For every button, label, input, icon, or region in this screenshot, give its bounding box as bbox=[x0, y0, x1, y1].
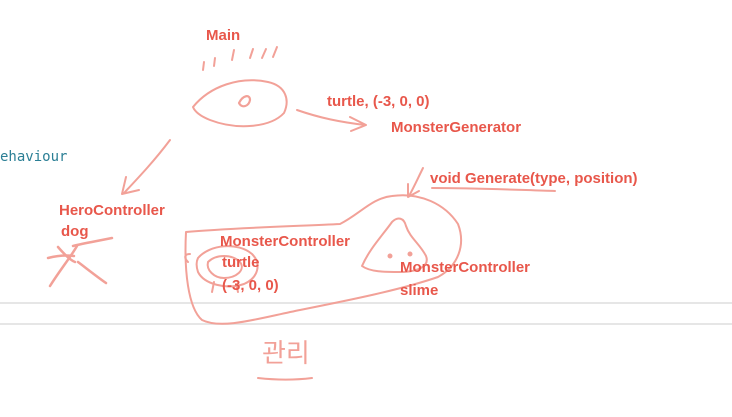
generate-method-label: void Generate(type, position) bbox=[430, 170, 638, 187]
korean-underline bbox=[257, 377, 313, 381]
turtle-type-label: turtle bbox=[222, 254, 260, 271]
slime-type-label: slime bbox=[400, 282, 439, 299]
stick-figure-icon bbox=[46, 236, 114, 288]
monster-group-outline bbox=[184, 194, 463, 325]
slime-icon bbox=[361, 217, 428, 273]
arrow-to-hero-controller bbox=[121, 139, 171, 195]
hero-controller-label: HeroController bbox=[59, 202, 165, 219]
monster-controller-turtle-label: MonsterController bbox=[220, 233, 351, 250]
arrow-to-monster-generator bbox=[296, 109, 367, 132]
main-label: Main bbox=[206, 27, 241, 44]
separator-line-bottom bbox=[0, 323, 732, 325]
arrow-params-label: turtle, (-3, 0, 0) bbox=[327, 93, 430, 110]
monster-generator-label: MonsterGenerator bbox=[391, 119, 522, 136]
hero-type-label: dog bbox=[61, 223, 89, 240]
arrow-to-generate bbox=[407, 167, 424, 198]
turtle-position-label: (-3, 0, 0) bbox=[222, 277, 279, 294]
code-fragment: ehaviour bbox=[0, 149, 68, 165]
monster-controller-slime-label: MonsterController bbox=[400, 259, 531, 276]
eye-icon bbox=[192, 79, 288, 128]
generate-underline bbox=[431, 187, 556, 192]
separator-line-top bbox=[0, 302, 732, 304]
turtle-icon bbox=[184, 245, 259, 293]
eyelash-strokes bbox=[202, 46, 278, 71]
handwritten-korean-label: 관리 bbox=[262, 339, 310, 369]
